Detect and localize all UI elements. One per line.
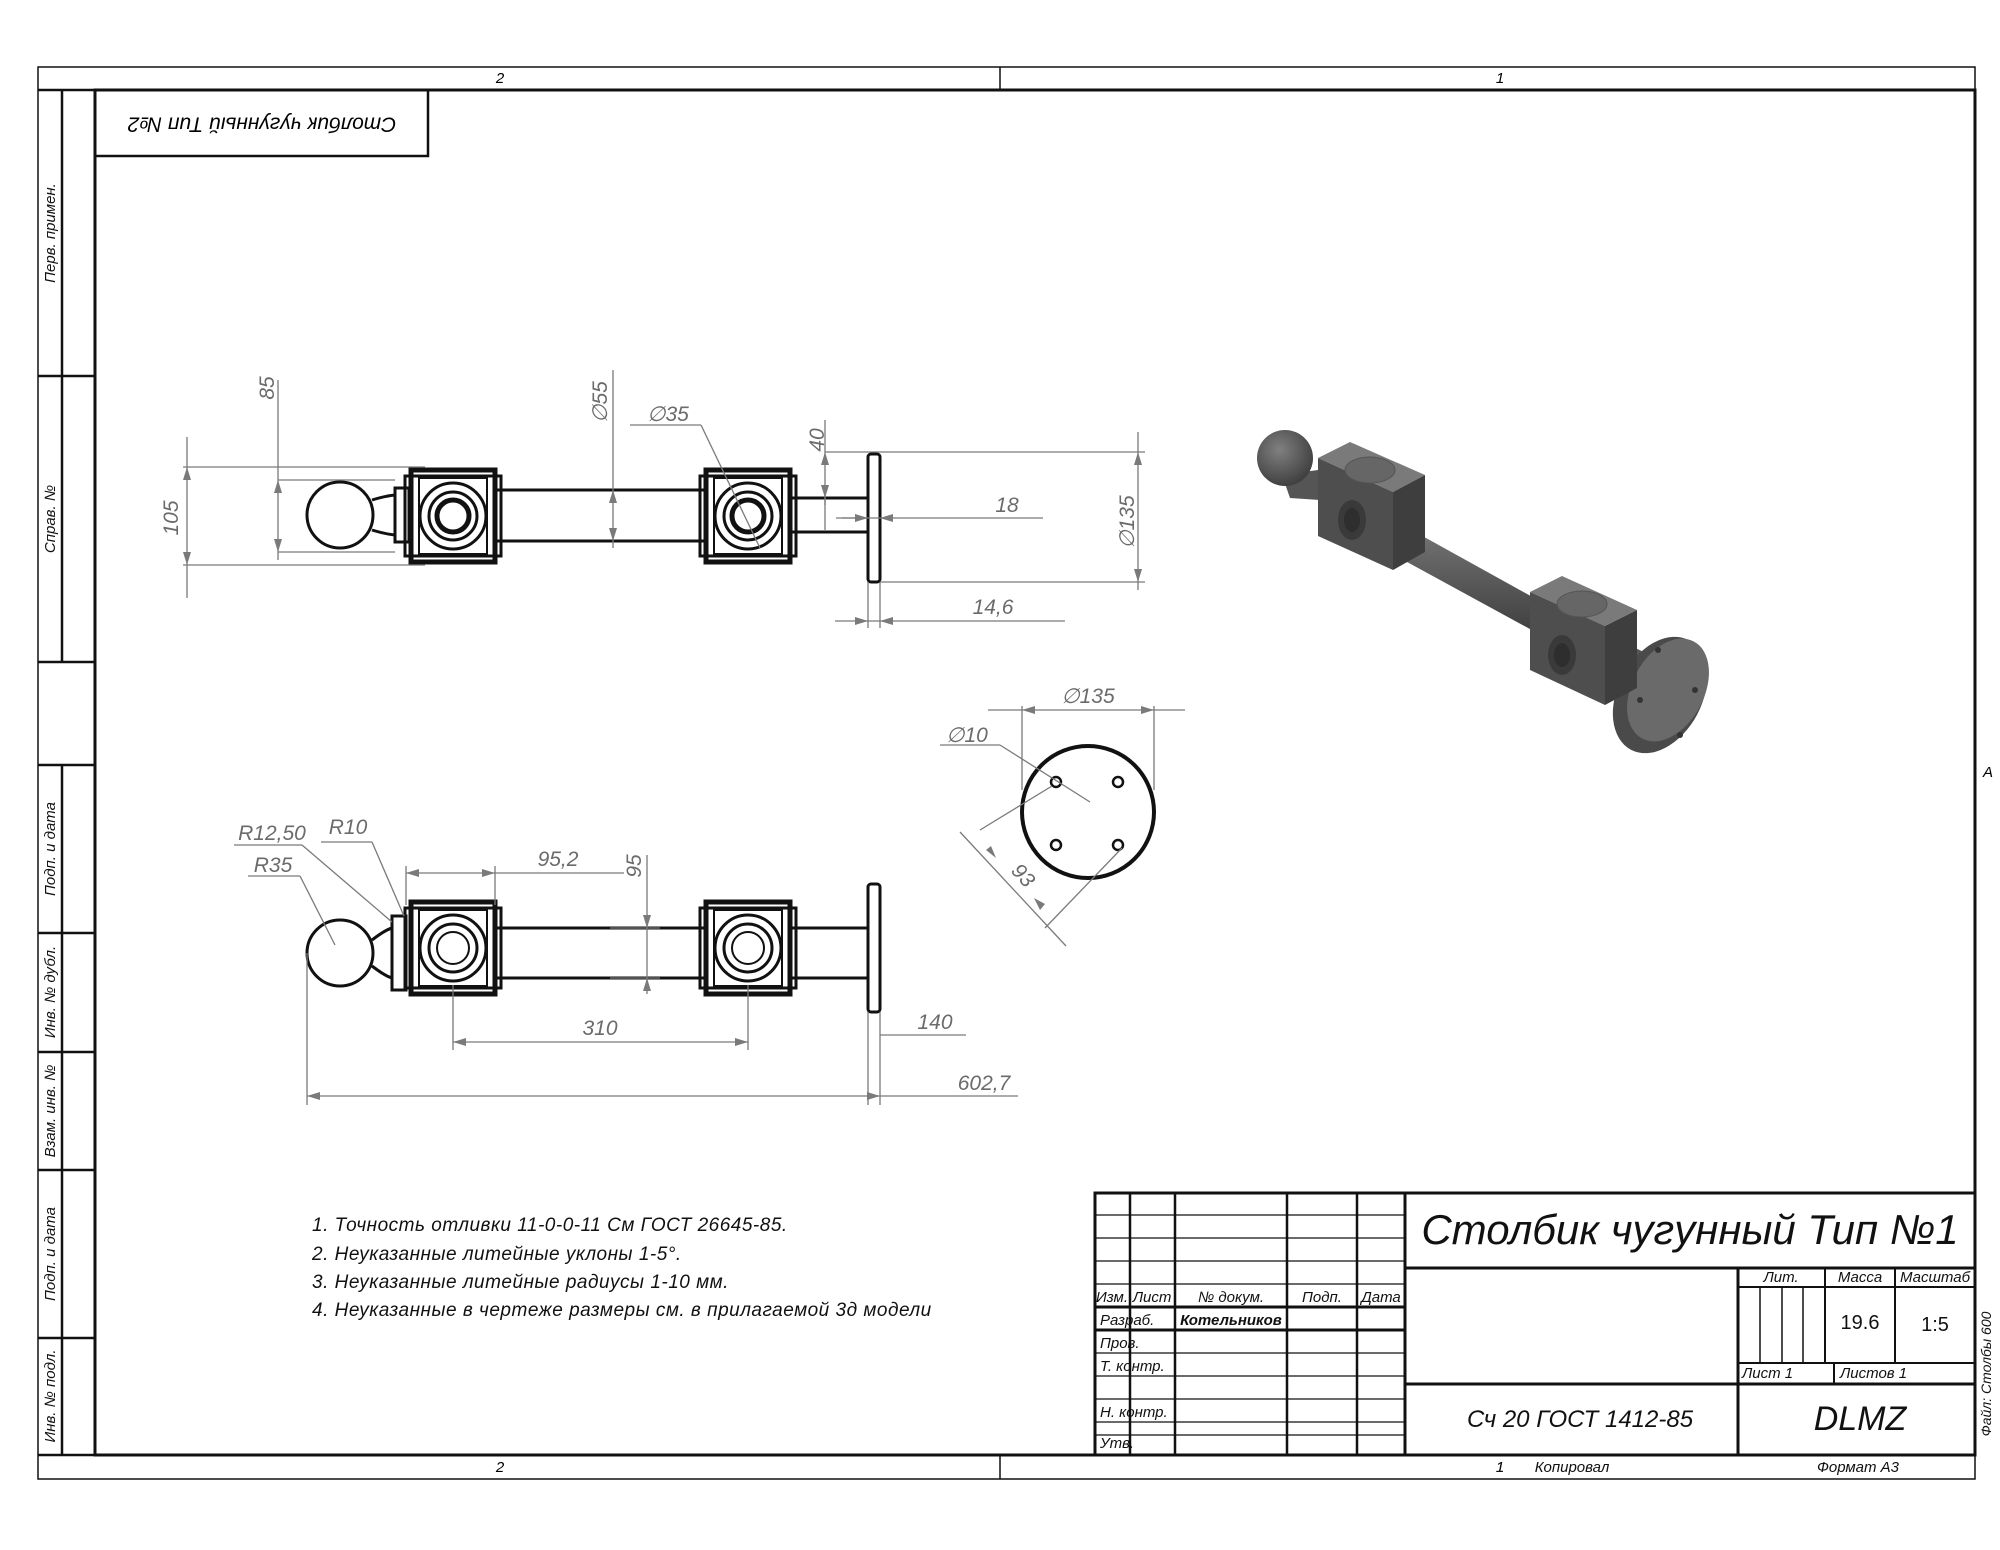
note-2: 2. Неуказанные литейные уклоны 1-5°. [311,1244,682,1265]
dim-40: 40 [806,428,829,452]
dim-dia55: ∅55 [589,381,612,423]
footer-copied: Копировал [1535,1459,1610,1476]
note-1: 1. Точность отливки 11-0-0-11 См ГОСТ 26… [312,1215,788,1236]
side-label-sprav-no: Справ. № [42,485,59,553]
3d-model-render [1257,430,1709,754]
tb-massa-label: Масса [1838,1269,1882,1286]
side-label-inv-dubl: Инв. № дубл. [42,946,59,1038]
tb-row-razrab: Разраб. [1100,1312,1154,1329]
zone-marker-bottom-right: 1 [1496,1459,1504,1476]
side-label-vzam-inv: Взам. инв. № [42,1065,59,1158]
dim-flange-dia135: ∅135 [1061,685,1115,708]
flange-view: ∅135 ∅10 93 [940,685,1185,947]
top-stamp-title: Столбик чугунный Тип №2 [127,112,396,135]
side-label-podp-data-1: Подп. и дата [42,802,59,896]
tb-col-doc: № докум. [1198,1289,1264,1306]
dim-85: 85 [256,376,279,400]
tb-file-label: Файл: Столбы 600 [1978,1311,1994,1436]
top-view-ball [305,480,375,550]
dim-r12-50: R12,50 [238,822,306,845]
tb-col-data: Дата [1359,1289,1401,1306]
tb-row-nkontr: Н. контр. [1100,1404,1168,1421]
tb-col-list: Лист [1132,1289,1172,1306]
dim-18: 18 [995,494,1019,517]
tb-masshtab-value: 1:5 [1921,1314,1949,1336]
tb-listov-label: Листов 1 [1839,1365,1907,1382]
title-block [1093,1191,1977,1457]
dim-dia135-top: ∅135 [1116,495,1139,549]
side-strip [38,88,95,1457]
flange-hole [1111,838,1125,852]
tb-material: Сч 20 ГОСТ 1412-85 [1467,1406,1694,1433]
sheet-frame [37,66,1977,1480]
zone-marker-bottom-left: 2 [495,1459,505,1476]
zone-marker-right: A [1982,764,1993,781]
dim-14-6: 14,6 [973,596,1014,619]
dim-95: 95 [623,854,646,878]
tb-list-label: Лист 1 [1741,1365,1793,1382]
side-view-ball [305,918,375,988]
dim-95-2: 95,2 [538,848,579,871]
flange-outline [1020,744,1156,880]
side-label-podp-data-2: Подп. и дата [42,1207,59,1301]
technical-notes: 1. Точность отливки 11-0-0-11 См ГОСТ 26… [311,1215,932,1321]
flange-hole [1049,775,1063,789]
tb-row-tkontr: Т. контр. [1100,1358,1165,1375]
side-label-perv-primen: Перв. примен. [42,183,59,283]
note-4: 4. Неуказанные в чертеже размеры см. в п… [312,1300,932,1321]
tb-razrab-name: Котельников [1180,1312,1282,1329]
top-stamp-box [93,88,430,158]
dim-105: 105 [160,500,183,535]
footer-copy-num: 1 [1496,1459,1504,1476]
tb-massa-value: 19.6 [1841,1312,1880,1334]
dim-140: 140 [917,1011,952,1034]
footer-format: Формат А3 [1817,1459,1900,1476]
tb-lit-label: Лит. [1762,1269,1798,1286]
zone-marker-top-left: 2 [495,70,505,87]
side-view-flange [866,882,882,1014]
tb-row-prov: Пров. [1100,1335,1140,1352]
dim-310: 310 [582,1017,617,1040]
dim-r35: R35 [254,854,293,877]
dim-r10: R10 [329,816,368,839]
side-label-inv-podl: Инв. № подл. [42,1349,59,1442]
flange-hole [1111,775,1125,789]
side-view: R12,50 R10 R35 95,2 95 310 140 602,7 [234,816,1018,1105]
tb-col-izm: Изм. [1096,1289,1128,1306]
dim-flange-dia10: ∅10 [946,724,988,747]
dim-dia35: ∅35 [647,403,689,426]
tb-row-utv: Утв. [1099,1435,1134,1452]
tb-company: DLMZ [1814,1400,1908,1438]
top-view: 85 105 ∅55 ∅35 40 18 ∅135 14,6 [160,370,1145,628]
title-block-title: Столбик чугунный Тип №1 [1421,1206,1958,1253]
tb-col-podp: Подп. [1302,1289,1342,1306]
tb-masshtab-label: Масштаб [1900,1269,1971,1286]
zone-marker-top-right: 1 [1496,70,1504,87]
flange-hole [1049,838,1063,852]
dim-602-7: 602,7 [958,1072,1012,1095]
note-3: 3. Неуказанные литейные радиусы 1-10 мм. [312,1272,729,1293]
